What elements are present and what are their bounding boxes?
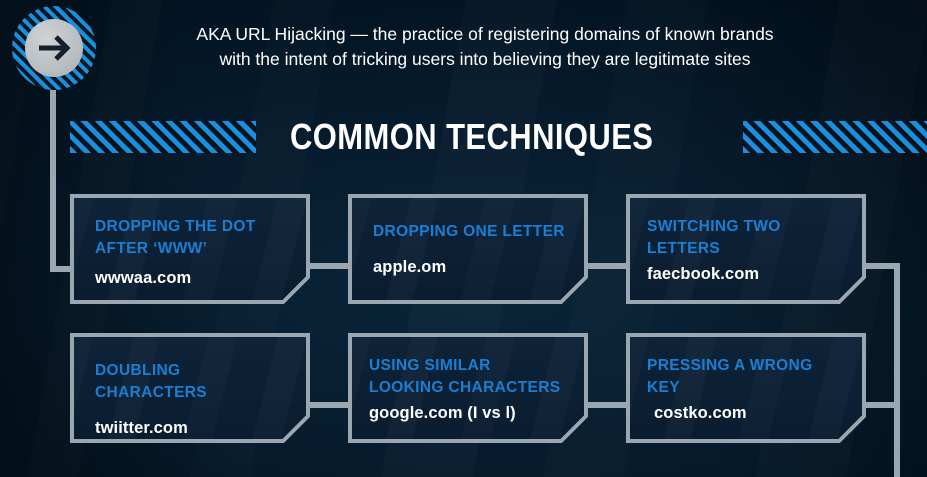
connector-card6-right-stub bbox=[864, 402, 900, 408]
technique-card[interactable]: DROPPING ONE LETTER apple.om bbox=[348, 194, 588, 304]
card-example-domain: costko.com bbox=[654, 404, 747, 422]
header-line-1: AKA URL Hijacking — the practice of regi… bbox=[196, 24, 774, 44]
connector-card5-to-card6 bbox=[586, 402, 630, 408]
card-content: SWITCHING TWO LETTERS faecbook.com bbox=[626, 194, 866, 304]
card-example-domain: faecbook.com bbox=[647, 265, 760, 283]
card-content: DOUBLING CHARACTERS twiitter.com bbox=[70, 333, 310, 443]
connector-card4-to-card5 bbox=[308, 402, 352, 408]
technique-card[interactable]: DROPPING THE DOT AFTER ‘WWW’ wwwaa.com bbox=[70, 194, 310, 304]
header-text: AKA URL Hijacking — the practice of regi… bbox=[120, 22, 850, 72]
arrow-right-icon bbox=[39, 35, 71, 61]
connector-badge-horizontal bbox=[50, 266, 80, 272]
card-content: DROPPING THE DOT AFTER ‘WWW’ wwwaa.com bbox=[70, 194, 310, 304]
card-example-domain: wwwaa.com bbox=[95, 269, 192, 287]
card-heading: DOUBLING CHARACTERS bbox=[95, 362, 207, 401]
arrow-badge bbox=[12, 6, 96, 90]
card-heading: PRESSING A WRONG KEY bbox=[647, 357, 813, 396]
card-example-domain: apple.om bbox=[373, 258, 447, 276]
card-heading: USING SIMILAR LOOKING CHARACTERS bbox=[369, 357, 561, 396]
technique-card[interactable]: SWITCHING TWO LETTERS faecbook.com bbox=[626, 194, 866, 304]
card-heading: SWITCHING TWO LETTERS bbox=[647, 218, 781, 257]
connector-right-rail bbox=[894, 263, 900, 477]
card-example-domain: google.com (I vs l) bbox=[369, 404, 516, 422]
card-heading: DROPPING ONE LETTER bbox=[373, 223, 565, 240]
card-heading: DROPPING THE DOT AFTER ‘WWW’ bbox=[95, 218, 256, 257]
connector-card1-to-card2 bbox=[308, 263, 352, 269]
page-title: COMMON TECHNIQUES bbox=[289, 116, 653, 157]
header-line-2: with the intent of tricking users into b… bbox=[219, 49, 751, 69]
stripe-bar-left bbox=[70, 121, 256, 153]
card-content: PRESSING A WRONG KEY costko.com bbox=[626, 333, 866, 443]
connector-card3-right-stub bbox=[864, 263, 900, 269]
technique-card[interactable]: USING SIMILAR LOOKING CHARACTERS google.… bbox=[348, 333, 588, 443]
technique-card[interactable]: PRESSING A WRONG KEY costko.com bbox=[626, 333, 866, 443]
technique-card[interactable]: DOUBLING CHARACTERS twiitter.com bbox=[70, 333, 310, 443]
card-content: DROPPING ONE LETTER apple.om bbox=[348, 194, 588, 304]
card-content: USING SIMILAR LOOKING CHARACTERS google.… bbox=[348, 333, 588, 443]
section-title-row: COMMON TECHNIQUES bbox=[0, 116, 927, 158]
stripe-bar-right bbox=[743, 121, 927, 153]
connector-badge-vertical bbox=[50, 78, 56, 272]
card-example-domain: twiitter.com bbox=[95, 419, 188, 437]
connector-card2-to-card3 bbox=[586, 263, 630, 269]
